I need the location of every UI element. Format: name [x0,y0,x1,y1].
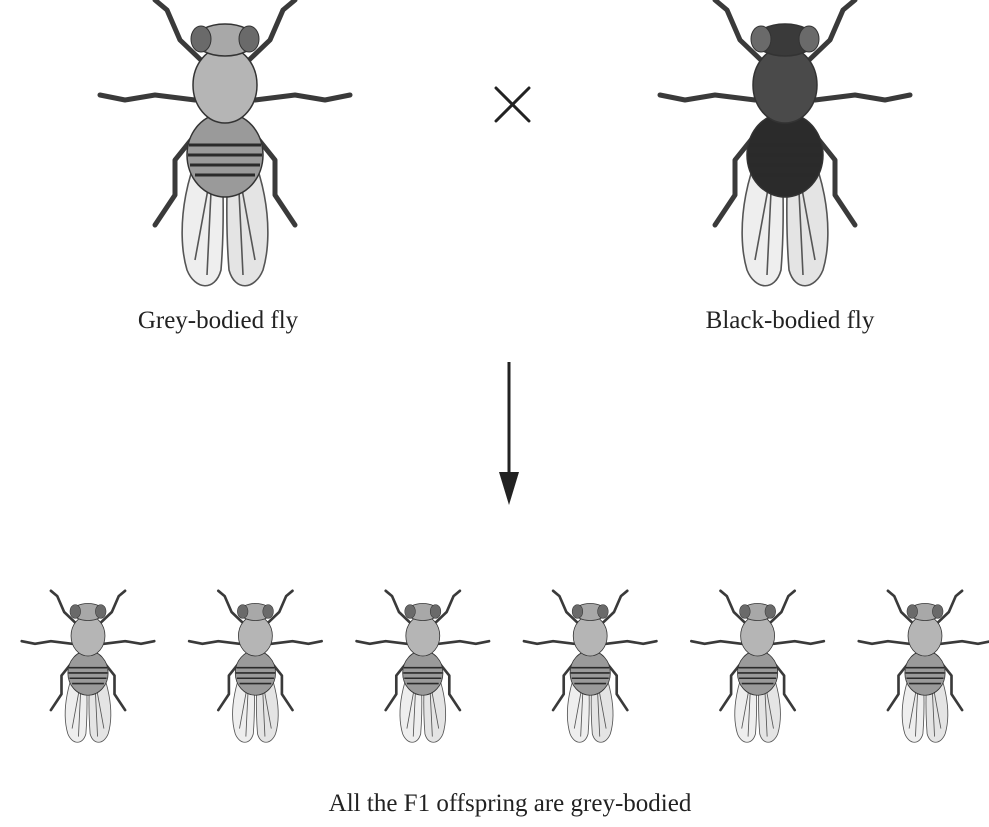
grey-fly-icon [357,591,490,742]
black-fly-label: Black-bodied fly [680,307,900,335]
black-fly-icon [660,0,910,286]
grey-fly-icon [691,591,824,742]
grey-fly-icon [524,591,657,742]
down-arrow-icon [499,362,519,505]
cross-symbol [496,88,529,121]
grey-fly-icon [100,0,350,286]
offspring-row [22,591,989,742]
grey-fly-icon [189,591,322,742]
grey-fly-icon [859,591,989,742]
grey-fly-icon [22,591,155,742]
grey-fly-label: Grey-bodied fly [108,307,328,335]
offspring-caption: All the F1 offspring are grey-bodied [200,790,820,818]
